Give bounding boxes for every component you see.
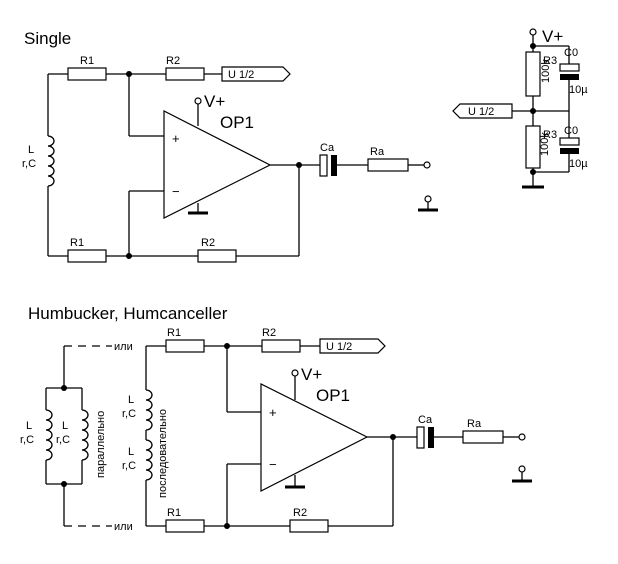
single-r2-top-resistor <box>165 67 205 81</box>
single-cap-ca <box>319 154 328 177</box>
bias-c0-bottom <box>559 137 580 146</box>
bias-u-half-flag <box>452 103 513 119</box>
hb-plus-sign: + <box>269 405 277 420</box>
single-u-half-label: U 1/2 <box>228 69 254 81</box>
bias-u-half-label: U 1/2 <box>468 106 494 118</box>
hb-r1-top-label: R1 <box>167 327 181 339</box>
hb-u-half-label: U 1/2 <box>326 341 352 353</box>
single-title: Single <box>24 29 71 48</box>
bias-r3-bottom-resistor <box>525 125 541 169</box>
single-r1-top-resistor <box>67 67 107 81</box>
single-coil-rc-label: r,C <box>22 158 36 170</box>
single-u-half-flag <box>221 66 291 82</box>
hb-cap-ca <box>416 426 425 449</box>
parallel-coil-left <box>45 409 53 461</box>
single-r1-top-label: R1 <box>80 55 94 67</box>
single-r2-bottom-label: R2 <box>201 237 215 249</box>
serial-label: последовательно <box>157 409 169 498</box>
serial-coil-bottom <box>145 439 153 481</box>
single-ra-label: Ra <box>370 146 385 158</box>
single-cap-ca-label: Ca <box>320 142 335 154</box>
parallel-coil-left-rc: r,C <box>20 434 34 446</box>
hb-vplus-label: V+ <box>301 365 322 384</box>
serial-coil-top-l: L <box>128 394 134 406</box>
single-plus-sign: + <box>172 131 180 146</box>
single-coil <box>47 73 68 257</box>
humbucker-title: Humbucker, Humcanceller <box>28 304 228 323</box>
serial-coil-bottom-rc: r,C <box>122 460 136 472</box>
serial-coil-bottom-l: L <box>128 446 134 458</box>
bias-c0-top-label: C0 <box>564 47 578 59</box>
bias-r3-bottom-label: R3 <box>543 129 557 141</box>
bias-c0-top-value: 10µ <box>569 84 588 96</box>
hb-r2-bottom-resistor <box>289 519 329 533</box>
single-vplus-label: V+ <box>204 92 225 111</box>
bias-vplus-label: V+ <box>542 27 563 46</box>
hb-minus-sign: − <box>269 457 277 472</box>
single-minus-sign: − <box>172 184 180 199</box>
parallel-label: параллельно <box>95 411 107 478</box>
hb-r2-top-label: R2 <box>262 327 276 339</box>
hb-r1-bottom-label: R1 <box>167 507 181 519</box>
hb-r1-bottom-resistor <box>165 519 205 533</box>
hb-r1-top-resistor <box>165 339 205 353</box>
hb-ra-resistor <box>462 430 504 444</box>
hb-opamp <box>260 383 369 492</box>
single-coil-l-label: L <box>28 144 34 156</box>
or-top-label: или <box>114 341 133 353</box>
single-ra-resistor <box>367 158 409 172</box>
single-circuit: L r,C R1 R2 U 1/2 + − OP1 V+ R1 <box>22 55 438 263</box>
bias-circuit: V+ 100k R3 C0 10µ U 1/2 100k R3 C0 10µ <box>452 27 588 189</box>
humbucker-circuit: или или L r,C L r,C параллельно L r,C L … <box>20 327 532 533</box>
parallel-coil-right-l: L <box>62 420 68 432</box>
hb-output-terminal <box>518 433 526 441</box>
bias-r3-top-label: R3 <box>543 55 557 67</box>
bias-c0-top <box>559 63 580 72</box>
bias-r3-top-value: 100k <box>540 59 552 83</box>
single-r2-bottom-resistor <box>197 249 237 263</box>
single-opamp <box>163 110 272 219</box>
parallel-coil-right-rc: r,C <box>56 434 70 446</box>
bias-r3-bottom-value: 100k <box>539 132 551 156</box>
hb-ra-label: Ra <box>467 418 482 430</box>
single-output-terminal <box>423 161 431 169</box>
bias-c0-bottom-label: C0 <box>564 125 578 137</box>
single-opamp-label: OP1 <box>220 113 254 132</box>
hb-r2-bottom-label: R2 <box>293 507 307 519</box>
bias-c0-bottom-value: 10µ <box>569 158 588 170</box>
serial-coil-top <box>145 389 153 431</box>
hb-opamp-label: OP1 <box>316 386 350 405</box>
or-bottom-label: или <box>114 521 133 533</box>
parallel-coil-left-l: L <box>26 420 32 432</box>
bias-r3-top-resistor <box>525 51 541 97</box>
serial-coil-top-rc: r,C <box>122 408 136 420</box>
single-r1-bottom-label: R1 <box>70 237 84 249</box>
hb-cap-ca-label: Ca <box>418 414 433 426</box>
parallel-coil-right <box>81 409 89 461</box>
single-r1-bottom-resistor <box>67 249 107 263</box>
hb-u-half-flag <box>319 338 386 354</box>
hb-r2-top-resistor <box>261 339 301 353</box>
single-r2-top-label: R2 <box>166 55 180 67</box>
